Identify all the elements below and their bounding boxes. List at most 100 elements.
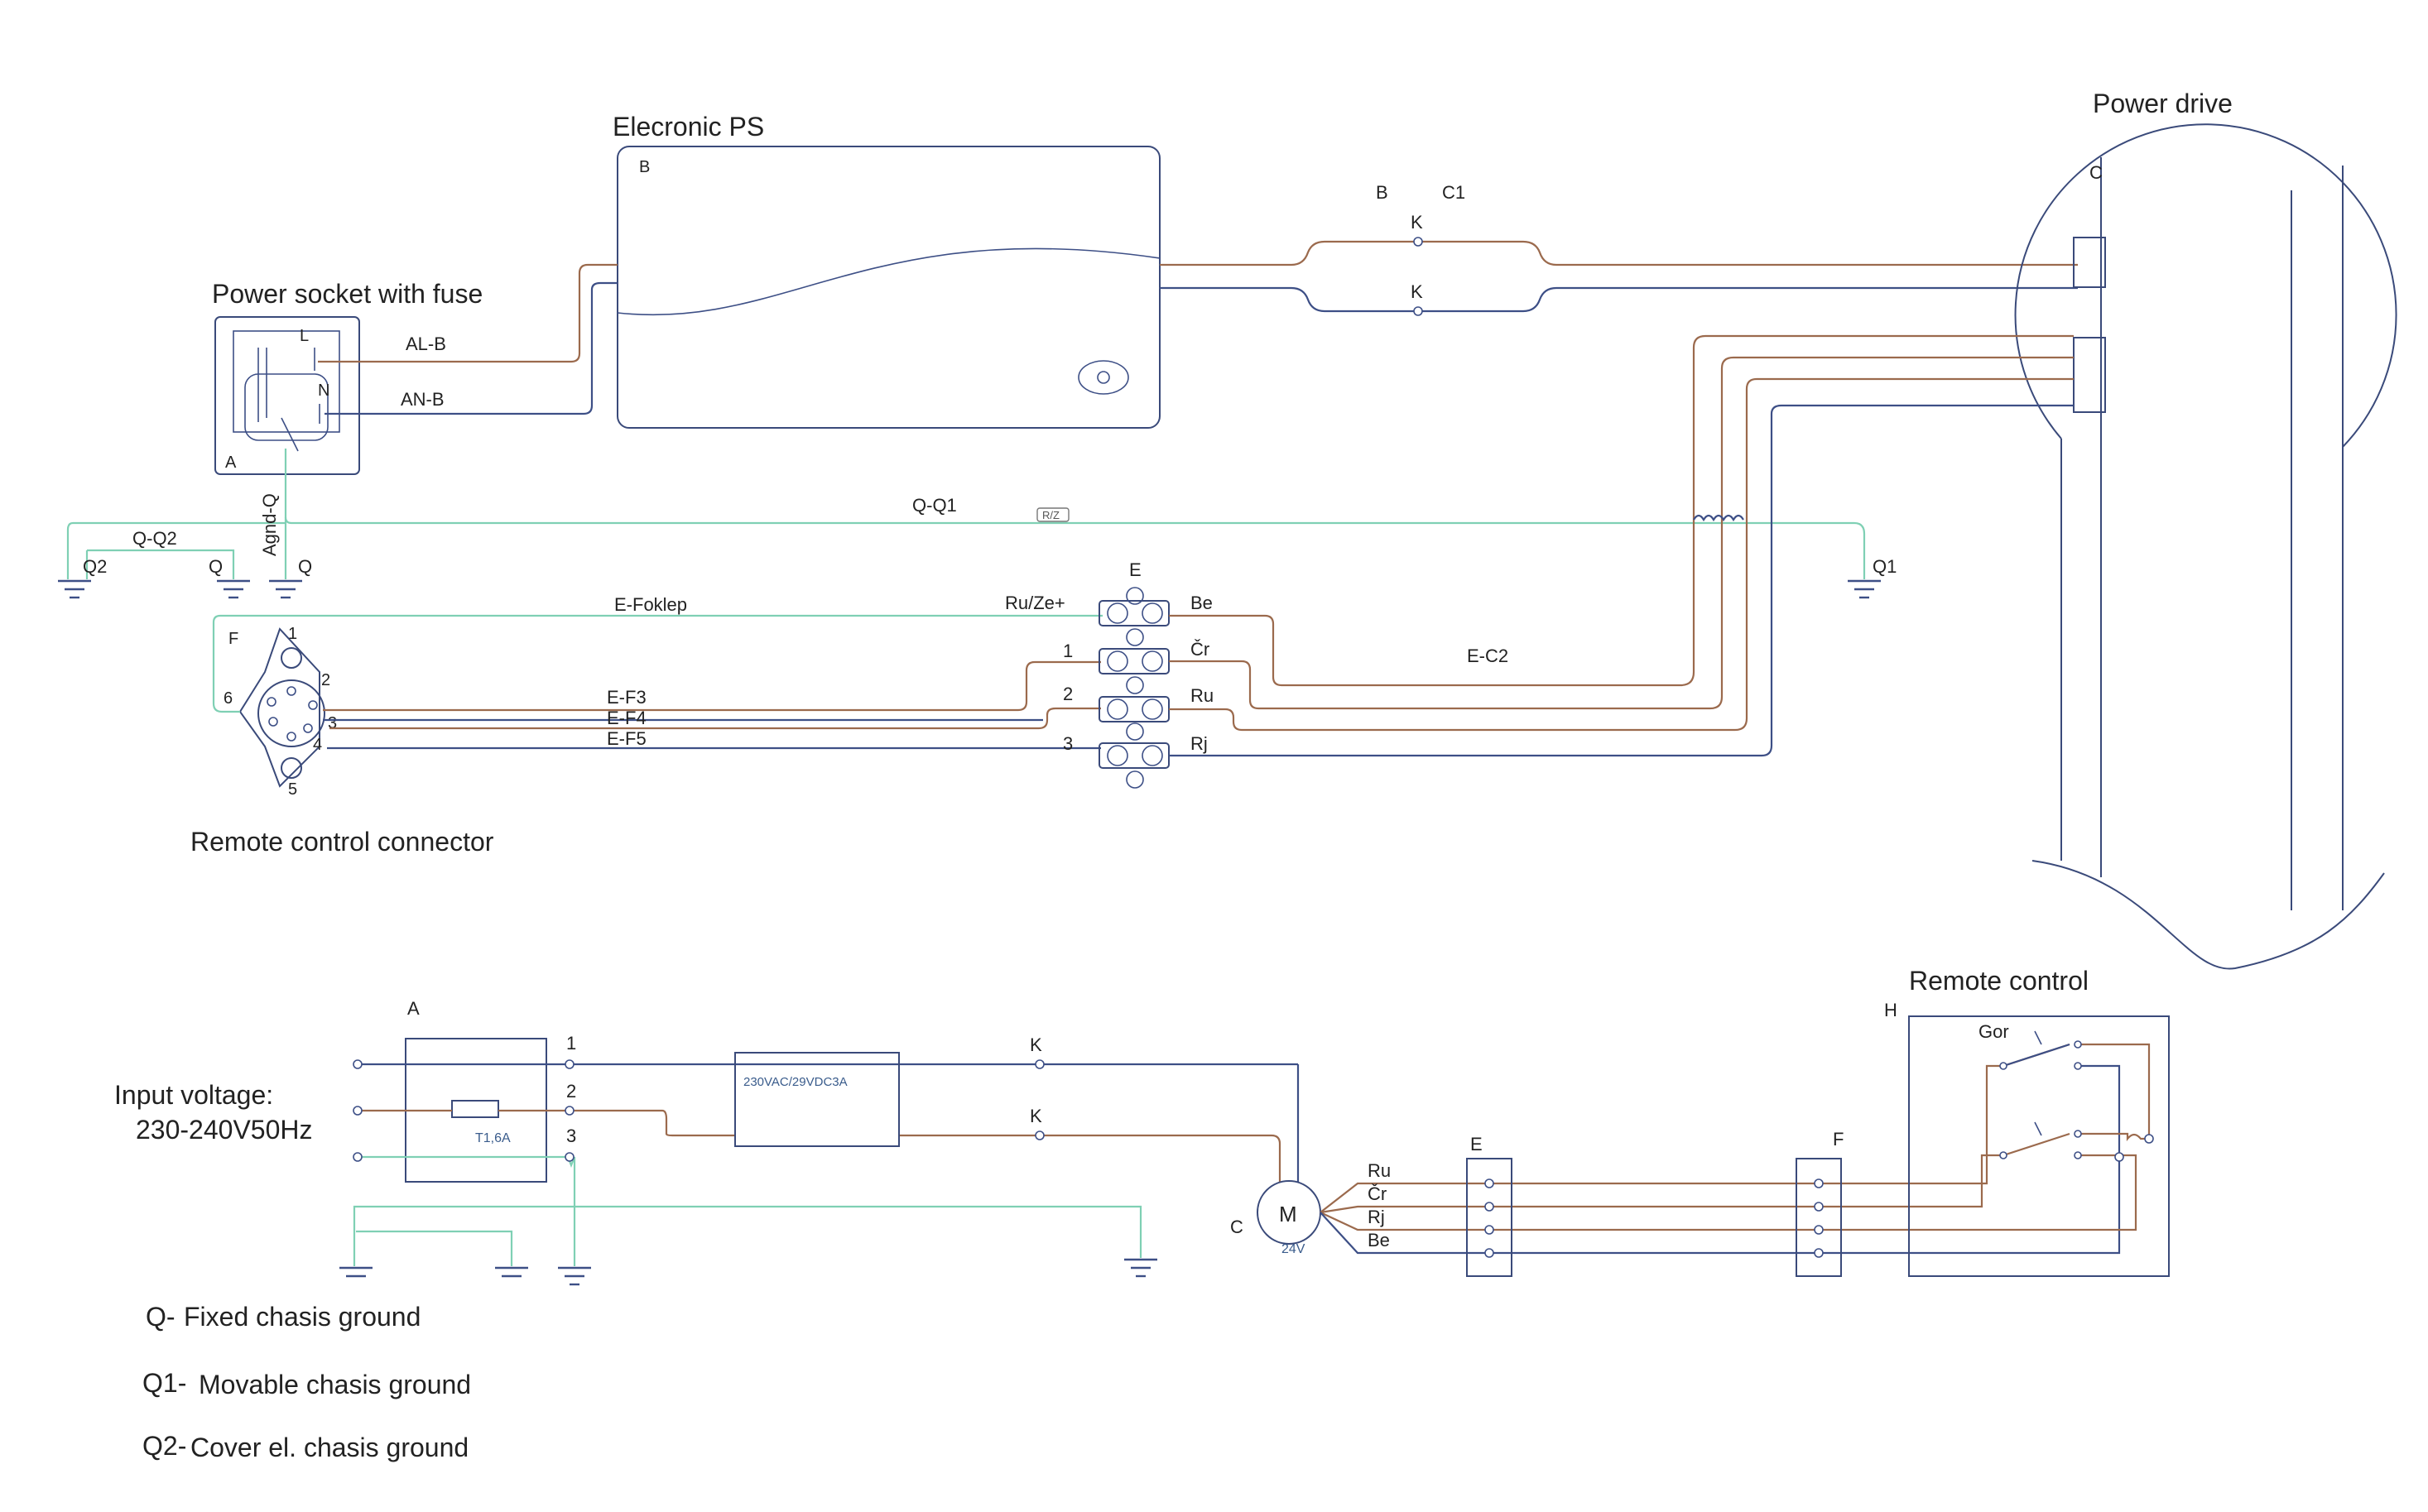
ps-indicator-dot [1097, 371, 1110, 384]
wire-rj [1169, 404, 2074, 757]
drive-circle [2014, 123, 2397, 448]
bottom-fuse [451, 1100, 499, 1118]
label-k2: K [1411, 281, 1423, 302]
bottom-earth-bus [353, 1205, 1142, 1266]
wire-ps-drive-blue [1160, 286, 2078, 313]
socket-earth-pin [281, 417, 299, 452]
fuse-out-1 [565, 1059, 575, 1069]
label-al-b: AL-B [406, 334, 446, 354]
legend-q2-code: Q2- [142, 1431, 186, 1461]
connector-f-label: F [228, 630, 238, 648]
be-node-1 [1484, 1178, 1494, 1188]
label-q-q2: Q-Q2 [132, 528, 177, 549]
bottom-wire-2 [358, 1109, 735, 1137]
bottom-a-label: A [407, 998, 420, 1019]
input-terminal-2 [353, 1106, 363, 1116]
remote-connector-title: Remote control connector [190, 827, 494, 857]
pin-label-6: 6 [224, 689, 233, 708]
wire-ps-drive-brown [1160, 240, 2078, 266]
wire-q-q2 [87, 549, 235, 579]
connector-hole-top [281, 647, 302, 669]
bottom-f-label: F [1833, 1129, 1844, 1150]
label-an-b: AN-B [401, 389, 445, 410]
wire-cr [1169, 356, 2074, 710]
terminal-cr: Čr [1190, 639, 1209, 660]
terminal-ru: Ru [1190, 685, 1214, 706]
terminal-num-3: 3 [1063, 733, 1073, 754]
ground-q2 [58, 579, 91, 599]
motor-wire-ru [1320, 1182, 1978, 1213]
wire-an-b [325, 281, 618, 415]
motor-wire-be [1320, 1212, 1978, 1255]
junction-k2 [1413, 306, 1423, 316]
drive-c-label: C [2089, 162, 2103, 183]
psu-label: 230VAC/29VDC3A [743, 1075, 848, 1089]
remote-h-label: H [1884, 1000, 1897, 1020]
bottom-terminal-f [1796, 1158, 1842, 1277]
connector-pin-5 [268, 717, 278, 727]
bottom-grounds [339, 1258, 1157, 1286]
wire-e-foklep [212, 614, 1103, 713]
bottom-k1: K [1030, 1034, 1042, 1055]
bottom-num-3: 3 [566, 1126, 576, 1146]
connector-pin-3 [303, 723, 313, 733]
ps-curve [617, 247, 1161, 316]
remote-control-box [1908, 1015, 2170, 1277]
motor-m: M [1279, 1202, 1297, 1226]
wire-q-q1 [284, 449, 1866, 579]
drive-terminal-1 [2073, 237, 2106, 288]
connector-pin-6 [267, 697, 276, 707]
motor-voltage: 24V [1281, 1242, 1305, 1256]
be-node-2 [1484, 1202, 1494, 1212]
wire-crossing [1693, 514, 1744, 522]
input-terminal-3 [353, 1152, 363, 1162]
electronic-ps-box [617, 146, 1161, 429]
socket-inner [233, 330, 340, 433]
be-node-4 [1484, 1248, 1494, 1258]
bottom-terminal-e [1466, 1158, 1512, 1277]
connector-pin-4 [286, 732, 296, 742]
fuse-rating: T1,6A [475, 1131, 511, 1145]
label-e-foklep: E-Foklep [614, 594, 687, 615]
label-q1: Q1 [1873, 556, 1897, 577]
bf-node-1 [1814, 1178, 1824, 1188]
label-e-f5: E-F5 [607, 728, 647, 749]
remote-control-title: Remote control [1909, 966, 2089, 996]
wire-al-b [318, 263, 618, 363]
socket-box [214, 316, 360, 475]
motor-c-label: C [1230, 1217, 1243, 1237]
terminal-e-label: E [1129, 559, 1142, 580]
bottom-rj: Rj [1368, 1207, 1385, 1227]
label-e-f3: E-F3 [607, 687, 647, 708]
label-c1-junction: C1 [1442, 182, 1465, 203]
junction-bk1 [1035, 1059, 1045, 1069]
socket-l-label: L [300, 327, 309, 345]
connector-pin-2 [308, 700, 318, 710]
junction-bk2 [1035, 1130, 1045, 1140]
pin-label-3: 3 [328, 714, 337, 732]
connector-face [257, 679, 325, 747]
label-agnd-q: Agnd-Q [259, 493, 280, 556]
connector-hole-bottom [281, 757, 302, 779]
input-voltage-title: Input voltage: [114, 1080, 273, 1110]
ground-q-a [217, 579, 250, 599]
label-q2: Q2 [83, 556, 107, 577]
bottom-num-1: 1 [566, 1033, 576, 1054]
power-socket-title: Power socket with fuse [212, 279, 483, 309]
legend-q-code: Q- [146, 1302, 175, 1332]
bottom-num-2: 2 [566, 1081, 576, 1102]
drive-body [2060, 157, 2344, 910]
wire-ru [1169, 377, 2074, 732]
input-voltage-value: 230-240V50Hz [136, 1115, 312, 1145]
be-node-3 [1484, 1225, 1494, 1235]
legend-q1-text: Movable chasis ground [199, 1370, 471, 1399]
label-e-c2: E-C2 [1467, 646, 1508, 666]
fuse-out-3 [565, 1152, 575, 1162]
terminal-rj: Rj [1190, 733, 1208, 754]
socket-outlet [244, 373, 329, 441]
ground-q-b [269, 579, 302, 599]
rz-label: R/Z [1042, 509, 1060, 521]
drive-base [2031, 860, 2385, 970]
remote-switches [1978, 1030, 2154, 1255]
label-b-junction: B [1376, 182, 1388, 203]
